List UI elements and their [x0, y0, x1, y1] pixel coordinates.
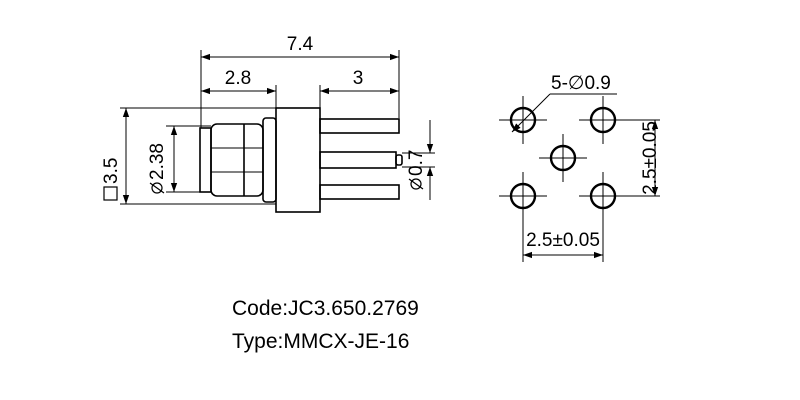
connector-front: [199, 117, 277, 203]
vertical-pitch-label: 2.5±0.05: [640, 121, 661, 195]
pin-diameter-label: 0.7: [406, 150, 427, 176]
diameter-symbol-icon: [408, 178, 424, 190]
front-length-label: 2.8: [225, 68, 251, 89]
diameter-symbol-icon: [149, 182, 165, 194]
body-diameter-label: 2.38: [147, 143, 168, 180]
square-body: [275, 107, 321, 213]
overall-length-label: 7.4: [287, 34, 314, 55]
code-label: Code:JC3.650.2769: [232, 297, 419, 320]
horizontal-pitch-label: 2.5±0.05: [526, 230, 600, 251]
holes-label: 5-∅0.9: [551, 73, 611, 94]
square-size-label: 3.5: [101, 158, 122, 184]
footprint-view: [499, 93, 660, 262]
side-dimension-lines: [122, 53, 434, 204]
center-lines: [499, 96, 660, 262]
hole-leader: [511, 93, 551, 133]
body-diameter-dim: 2.38: [147, 143, 168, 194]
square-size-dim: 3.5: [101, 158, 122, 201]
pin-diameter-dim: 0.7: [406, 150, 427, 190]
square-symbol-icon: [103, 186, 118, 201]
pins: [319, 118, 403, 200]
type-label: Type:MMCX-JE-16: [232, 330, 410, 353]
side-view: [120, 50, 435, 213]
pin-length-label: 3: [353, 68, 364, 89]
